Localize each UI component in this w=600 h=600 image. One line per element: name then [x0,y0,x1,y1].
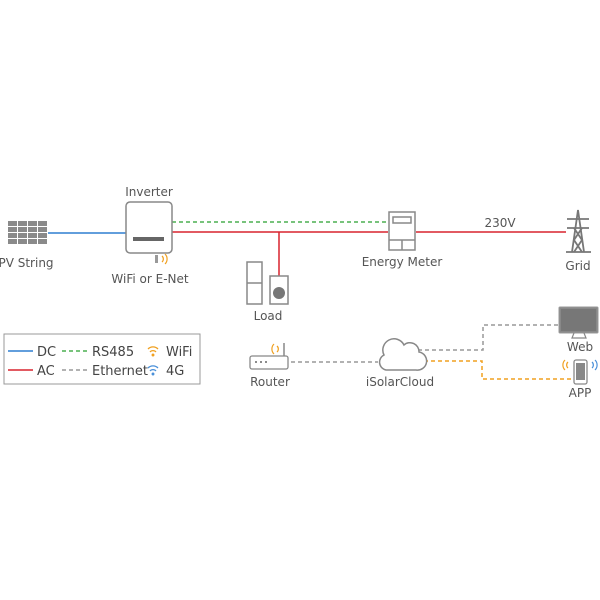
cloud-label: iSolarCloud [366,375,434,389]
phone-icon [573,359,588,385]
grid-tower-icon [566,209,591,253]
energy-meter-icon [388,211,416,251]
cloud-icon [378,338,428,371]
pv-panel-icon [8,221,47,244]
legend-ac: AC [37,364,55,379]
legend-wifi: WiFi [166,345,192,360]
ethernet-cloud-web [418,324,558,351]
wifi-signal-icon [161,253,168,265]
4g-icon [147,365,159,376]
legend: DC RS485 WiFi AC Ethernet 4G [3,333,201,385]
pv-string-label: PV String [0,256,54,270]
inverter-icon [125,201,173,263]
phone-wifi-icon [562,359,569,371]
legend-dc: DC [37,345,56,360]
inverter-comm-label: WiFi or E-Net [111,272,188,286]
legend-rs485: RS485 [92,345,134,360]
load-label: Load [254,309,283,323]
monitor-icon [558,306,599,339]
router-label: Router [250,375,290,389]
web-label: Web [567,340,593,354]
legend-ethernet: Ethernet [92,364,148,379]
wifi-cloud-app [424,360,573,380]
wifi-icon [147,346,159,357]
load-icon [246,261,289,305]
phone-4g-icon [591,359,598,371]
voltage-label: 230V [484,216,516,230]
app-label: APP [569,386,592,400]
energy-meter-label: Energy Meter [362,255,443,269]
router-icon [249,343,289,370]
grid-label: Grid [565,259,590,273]
inverter-label: Inverter [125,185,173,199]
legend-4g: 4G [166,364,184,379]
